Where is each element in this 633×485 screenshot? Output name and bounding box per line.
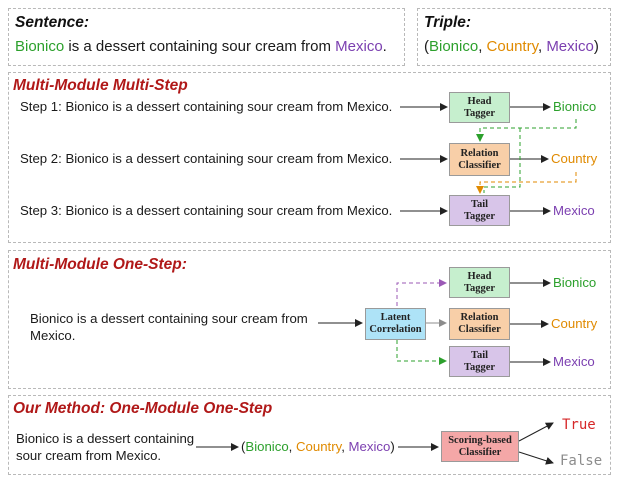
triple-panel: [417, 8, 611, 66]
mmms-title: Multi-Module Multi-Step: [13, 77, 188, 94]
mmos-out-head: Bionico: [553, 275, 597, 290]
mmos-sentence-line2: Mexico.: [30, 328, 76, 343]
one-module-one-step-panel: [8, 395, 611, 475]
triple-sep1: ,: [478, 38, 487, 55]
mmms-head-tagger: Head Tagger: [449, 92, 510, 123]
mmms-step-1: Step 1: Bionico is a dessert containing …: [20, 99, 393, 114]
mmos-sentence-line1: Bionico is a dessert containing sour cre…: [30, 311, 308, 326]
multi-module-one-step-panel: [8, 250, 611, 389]
mmms-out-head: Bionico: [553, 99, 597, 114]
mmms-out-relation: Country: [551, 151, 598, 166]
tail-entity: Mexico: [335, 38, 383, 55]
triple-title: Triple:: [424, 14, 472, 31]
ours-sentence-line1: Bionico is a dessert containing: [16, 431, 195, 446]
head-entity: Bionico: [15, 38, 65, 55]
triple-head: Bionico: [429, 38, 479, 55]
dashed-head-to-tail: [483, 128, 521, 193]
true-label: True: [562, 417, 596, 433]
ours-triple-sep2: ,: [341, 439, 349, 454]
triple-sep2: ,: [537, 38, 547, 55]
mmms-step-2: Step 2: Bionico is a dessert containing …: [20, 151, 393, 166]
latent-correlation-box: Latent Correlation: [365, 308, 426, 340]
arrow-scorer-to-true: [518, 422, 554, 442]
multi-module-multi-step-panel: [8, 72, 611, 243]
mmms-step-3: Step 3: Bionico is a dessert containing …: [20, 203, 393, 218]
ours-sentence-line2: sour cream from Mexico.: [16, 448, 162, 463]
mmms-relation-classifier: Relation Classifier: [449, 143, 510, 176]
mmms-tail-tagger: Tail Tagger: [449, 195, 510, 226]
triple-close: ): [593, 38, 599, 55]
ours-triple-tail: Mexico: [348, 439, 391, 454]
ours-triple-sep1: ,: [288, 439, 296, 454]
dashed-head-to-rel: [476, 119, 577, 142]
dashed-latent-to-tail: [396, 340, 447, 365]
sentence-end: .: [382, 38, 387, 55]
mmos-relation-classifier: Relation Classifier: [449, 308, 510, 340]
ours-triple: (Bionico, Country, Mexico): [241, 439, 395, 454]
mmos-tail-tagger: Tail Tagger: [449, 346, 510, 377]
arrow-scorer-to-false: [518, 451, 554, 465]
triple-tail: Mexico: [546, 38, 594, 55]
triple-open: (: [424, 38, 429, 55]
dashed-latent-to-head: [396, 279, 447, 306]
dashed-rel-to-tail: [476, 172, 577, 194]
false-label: False: [560, 453, 603, 469]
mmos-out-tail: Mexico: [553, 354, 595, 369]
sentence-text: Bionico is a dessert containing sour cre…: [15, 38, 387, 55]
mmos-head-tagger: Head Tagger: [449, 267, 510, 298]
sentence-title: Sentence:: [15, 14, 90, 31]
ours-title: Our Method: One-Module One-Step: [13, 400, 273, 417]
mmms-out-tail: Mexico: [553, 203, 595, 218]
triple-relation: Country: [486, 38, 538, 55]
scoring-based-classifier-box: Scoring-based Classifier: [441, 431, 519, 462]
ours-triple-relation: Country: [296, 439, 342, 454]
ours-triple-close: ): [390, 439, 395, 454]
triple-text: (Bionico, Country, Mexico): [424, 38, 599, 55]
ours-triple-open: (: [241, 439, 246, 454]
mmos-title: Multi-Module One-Step:: [13, 256, 187, 273]
ours-triple-head: Bionico: [245, 439, 289, 454]
sentence-middle: is a dessert containing sour cream from: [64, 38, 336, 55]
mmos-out-relation: Country: [551, 316, 598, 331]
sentence-panel: [8, 8, 405, 66]
